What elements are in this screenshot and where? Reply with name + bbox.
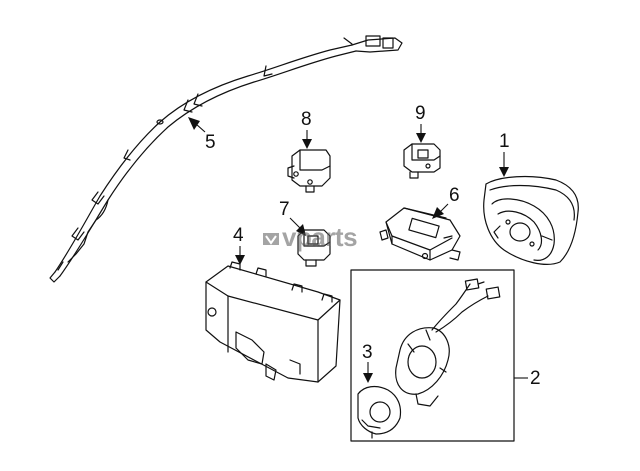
driver-airbag-part-1[interactable] — [483, 175, 579, 265]
control-module-part-6[interactable] — [379, 207, 461, 261]
sensor-part-7[interactable] — [297, 229, 331, 267]
callout-3: 3 — [362, 342, 373, 363]
watermark-text: vparts — [282, 222, 358, 252]
callout-8: 8 — [301, 109, 312, 130]
sensor-part-8[interactable] — [287, 149, 331, 193]
steering-angle-sensor-part-3[interactable] — [357, 385, 402, 439]
callout-4: 4 — [233, 225, 244, 246]
callout-9: 9 — [415, 103, 426, 124]
passenger-airbag-part-4[interactable] — [205, 261, 341, 383]
callout-6: 6 — [449, 185, 460, 206]
callout-2: 2 — [530, 368, 541, 389]
callout-5: 5 — [205, 132, 216, 153]
curtain-airbag-part-5[interactable] — [49, 35, 403, 283]
vparts-logo-icon — [263, 233, 279, 245]
watermark-logo: vparts — [262, 222, 358, 253]
clockspring-part-2[interactable] — [395, 278, 501, 407]
callout-1: 1 — [499, 131, 510, 152]
callout-7: 7 — [279, 199, 290, 220]
leader-lines — [188, 117, 528, 383]
clockspring-box-part-2 — [350, 269, 515, 442]
sensor-part-9[interactable] — [403, 143, 441, 179]
